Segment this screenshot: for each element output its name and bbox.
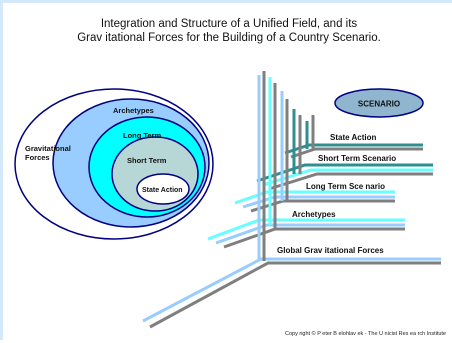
label-short-term-oval: Short Term: [127, 156, 167, 165]
label-long-term-oval: Long Term: [123, 131, 162, 140]
diagram-title: Integration and Structure of a Unified F…: [3, 17, 452, 45]
label-forces: Forces: [25, 153, 50, 162]
scenario-label: SCENARIO: [358, 100, 400, 109]
level-label-long-term: Long Term Sce nario: [306, 182, 385, 191]
bar-shortterm-teal: [256, 163, 433, 183]
diagram-canvas: Gravitational Forces Archetypes Long Ter…: [14, 71, 441, 329]
level-label-global-forces: Global Grav itational Forces: [277, 246, 384, 255]
label-archetypes-oval: Archetypes: [113, 106, 154, 115]
label-gravitational: Gravitational: [25, 144, 71, 153]
level-label-state-action: State Action: [330, 133, 376, 142]
bar-global-grey: [149, 261, 441, 329]
title-line-1: Integration and Structure of a Unified F…: [100, 18, 358, 30]
level-label-archetypes: Archetypes: [292, 210, 336, 219]
label-state-action-oval: State Action: [142, 187, 183, 194]
bar-global-light: [142, 257, 441, 323]
bar-shortterm-cyan: [262, 168, 433, 187]
level-label-short-term: Short Term Scenario: [318, 154, 396, 163]
bar-shortterm-grey: [268, 172, 433, 191]
scenario-oval: [334, 88, 424, 118]
copyright-notice: Copy right © P eter B elohlav ek - The U…: [285, 331, 446, 337]
oval-state-action: [136, 173, 190, 205]
bar-archetypes-light: [215, 223, 405, 245]
bar-structure: [142, 71, 441, 329]
title-line-2: Grav itational Forces for the Building o…: [77, 32, 381, 44]
bar-longterm-cyan: [234, 190, 395, 205]
